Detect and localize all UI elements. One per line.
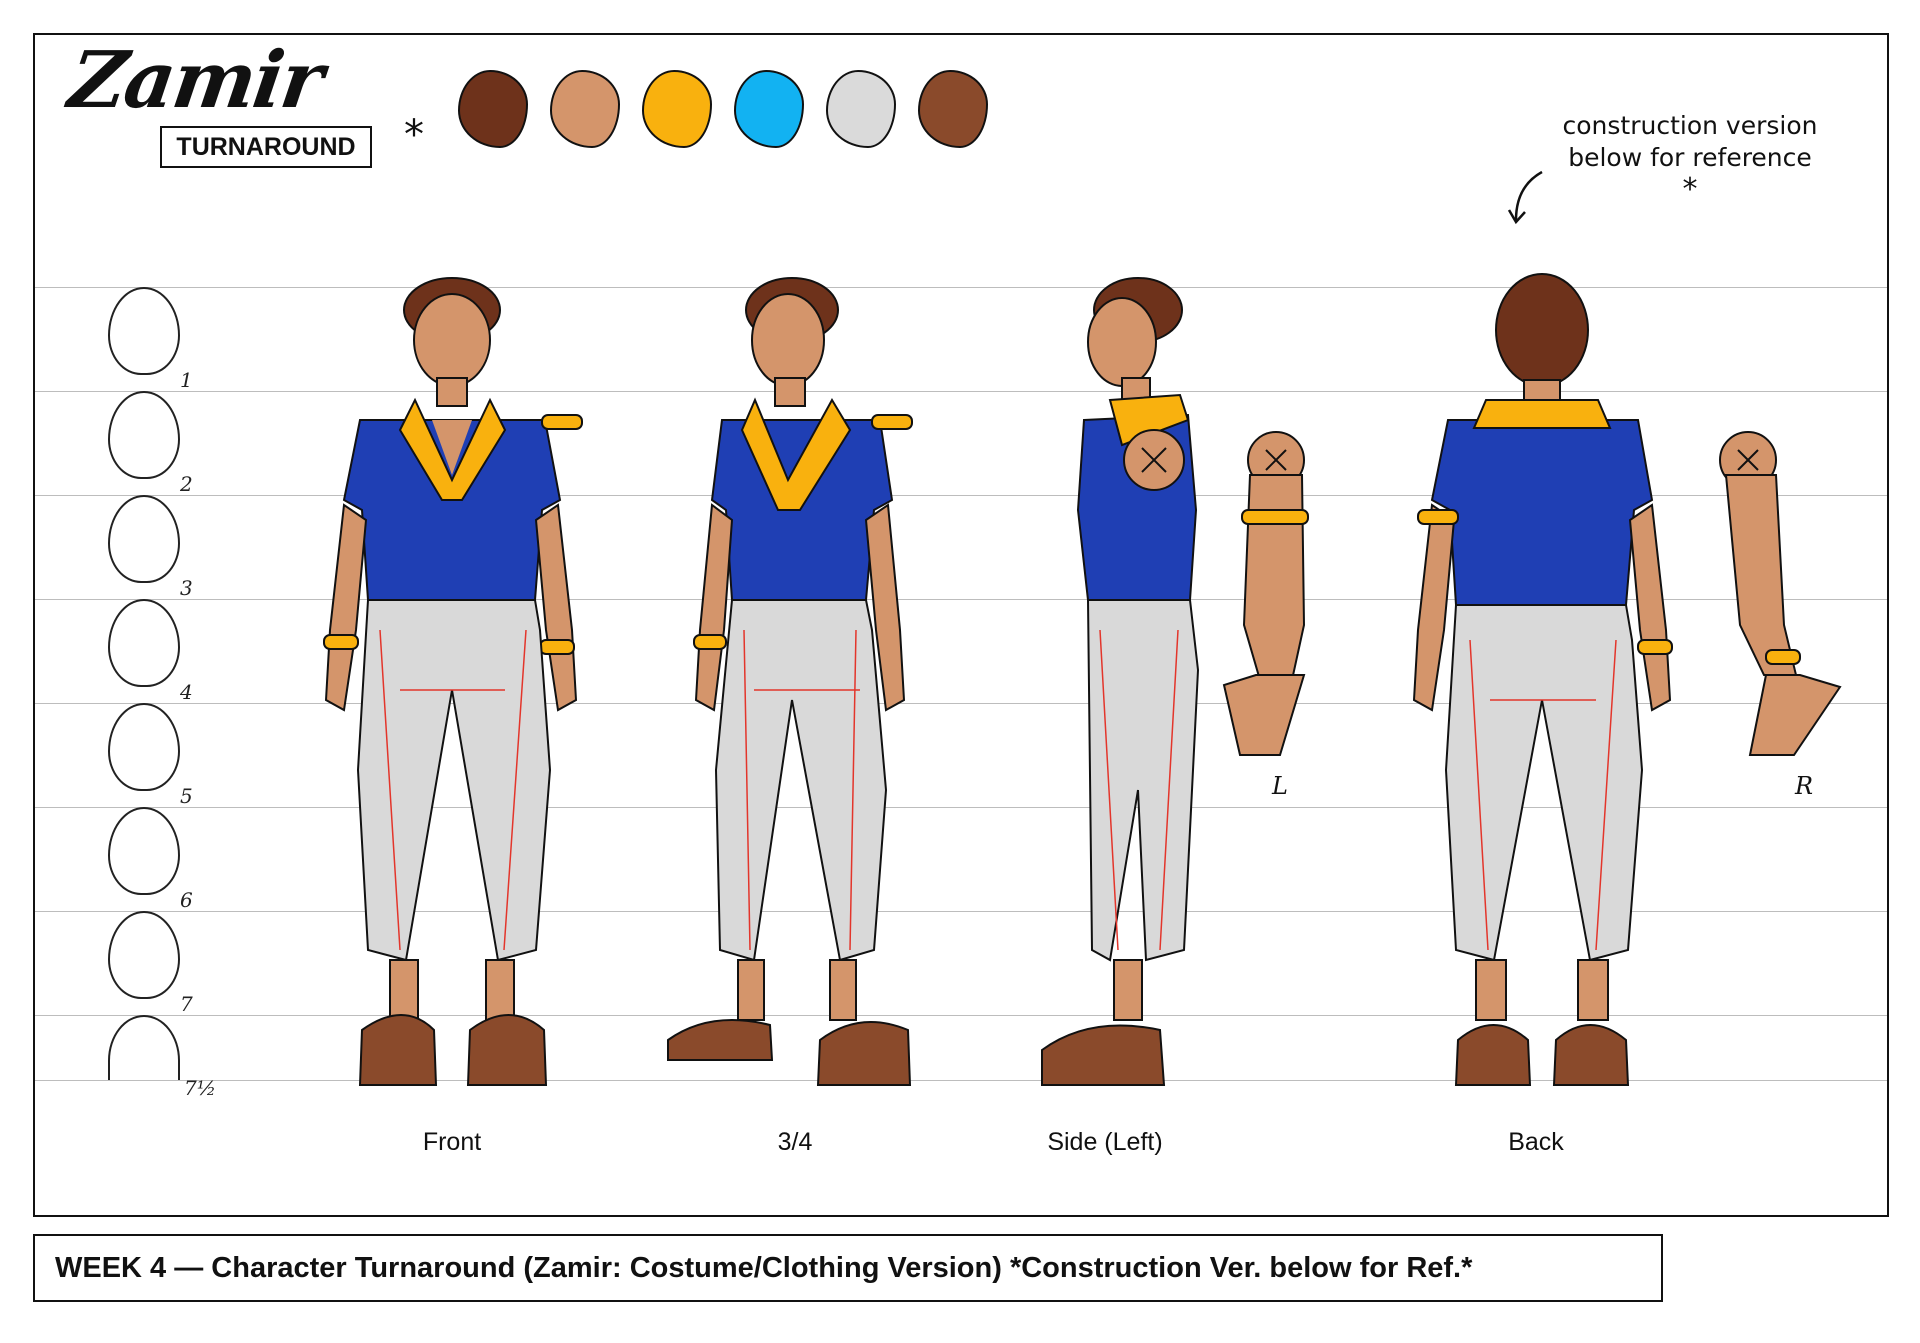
note-line-1: construction version <box>1562 111 1818 140</box>
swatch-light-grey <box>826 70 896 148</box>
scale-head <box>108 495 180 583</box>
right-arm-detail <box>1719 431 1842 756</box>
scale-number: 3 <box>180 576 193 600</box>
figure-back <box>1412 273 1673 1086</box>
title-asterisk: * <box>404 112 424 158</box>
reference-note: construction version below for reference… <box>1560 110 1820 207</box>
left-arm-detail <box>1222 431 1309 756</box>
note-asterisk: * <box>1682 172 1698 207</box>
scale-number: 7 <box>180 992 193 1016</box>
curved-arrow-icon <box>1507 170 1543 225</box>
guide-line <box>35 1015 1887 1016</box>
scale-head <box>108 807 180 895</box>
scale-head-half <box>108 1015 180 1080</box>
view-label-three-quarter: 3/4 <box>777 1128 813 1156</box>
assignment-caption: WEEK 4 — Character Turnaround (Zamir: Co… <box>33 1234 1663 1302</box>
scale-head <box>108 911 180 999</box>
scale-number: 7½ <box>184 1076 217 1100</box>
guide-line <box>35 391 1887 392</box>
scale-number: 4 <box>180 680 193 704</box>
scale-number: 1 <box>180 368 193 392</box>
guide-line <box>35 1080 1887 1081</box>
swatch-hair-brown <box>458 70 528 148</box>
scale-number: 2 <box>180 472 193 496</box>
note-line-2: below for reference * <box>1560 142 1820 207</box>
character-name: Zamir <box>63 35 328 126</box>
note-line-2-text: below for reference <box>1568 143 1812 172</box>
guide-line <box>35 703 1887 704</box>
guide-line <box>35 911 1887 912</box>
view-label-back: Back <box>1508 1128 1564 1156</box>
scale-head <box>108 703 180 791</box>
guide-line <box>35 599 1887 600</box>
scale-head <box>108 599 180 687</box>
guide-line <box>35 495 1887 496</box>
hand-label-left: L <box>1272 772 1288 800</box>
swatch-skin-tan <box>550 70 620 148</box>
color-palette <box>458 70 988 148</box>
figure-front <box>323 277 583 1086</box>
scale-number: 6 <box>180 888 193 912</box>
figure-three-quarter <box>667 277 913 1086</box>
scale-head <box>108 287 180 375</box>
view-label-side: Side (Left) <box>1047 1128 1163 1156</box>
swatch-gold <box>642 70 712 148</box>
turnaround-label: TURNAROUND <box>160 126 372 168</box>
guide-line <box>35 807 1887 808</box>
swatch-sky-blue <box>734 70 804 148</box>
scale-head <box>108 391 180 479</box>
view-label-front: Front <box>422 1128 482 1156</box>
figure-side-left <box>1041 277 1200 1086</box>
scale-number: 5 <box>180 784 193 808</box>
swatch-shoe-brown <box>918 70 988 148</box>
hand-label-right: R <box>1795 772 1814 800</box>
guide-line <box>35 287 1887 288</box>
